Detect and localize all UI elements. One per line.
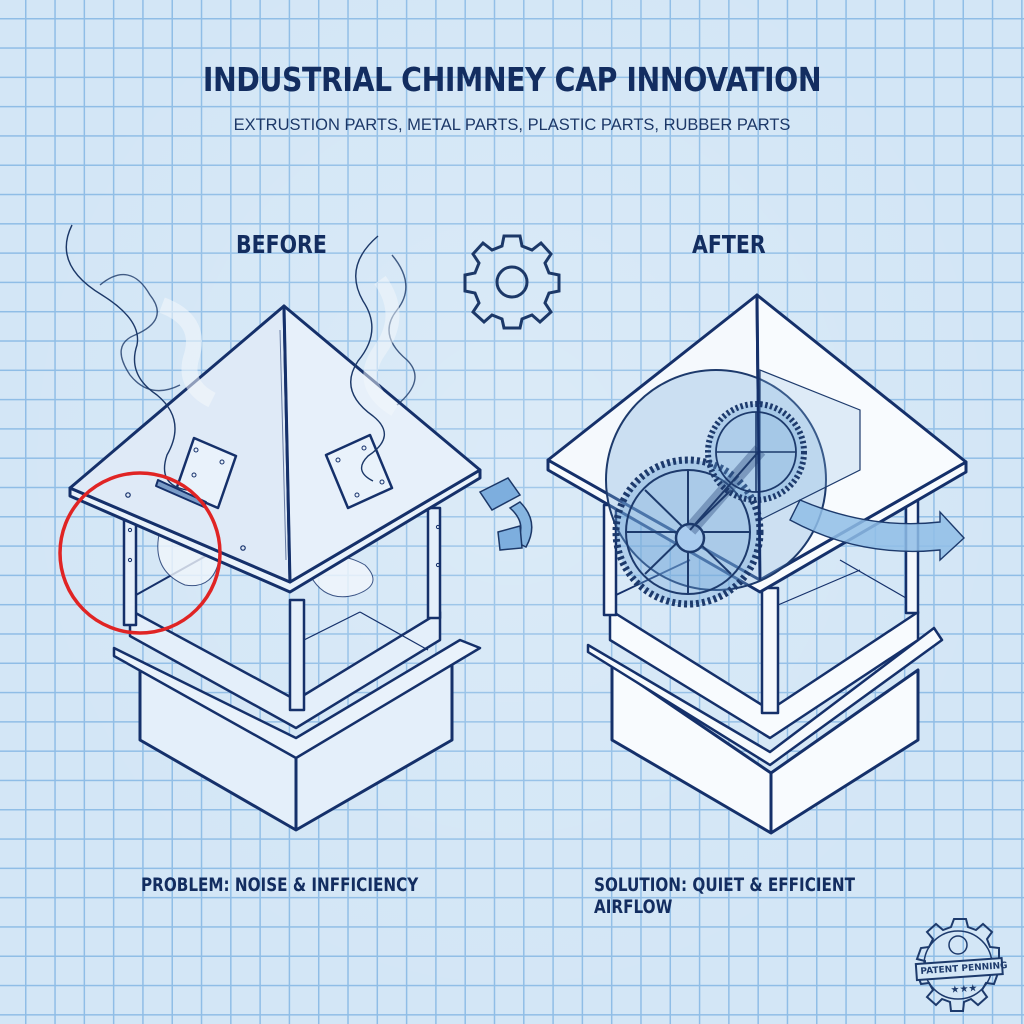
before-label: BEFORE <box>236 230 327 259</box>
page-title: INDUSTRIAL CHIMNEY CAP INNOVATION <box>202 60 822 99</box>
problem-caption: PROBLEM: NOISE & INFFICIENCY <box>141 874 419 896</box>
patent-stamp <box>914 918 1004 1012</box>
before-chimney-cap <box>68 304 482 832</box>
smoke-plume-icon <box>65 224 416 491</box>
gear-mechanism-icon <box>605 369 861 608</box>
solution-caption: SOLUTION: QUIET & EFFICIENT AIRFLOW <box>594 874 855 918</box>
gear-icon <box>463 234 561 330</box>
airflow-arrow-icon <box>789 499 965 562</box>
after-roof-ridge <box>755 294 762 581</box>
page-subtitle: EXTRUSTION PARTS, METAL PARTS, PLASTIC P… <box>233 116 791 134</box>
transform-arrow-icon <box>478 477 533 551</box>
problem-highlight-circle <box>58 471 222 635</box>
after-label: AFTER <box>692 230 766 259</box>
